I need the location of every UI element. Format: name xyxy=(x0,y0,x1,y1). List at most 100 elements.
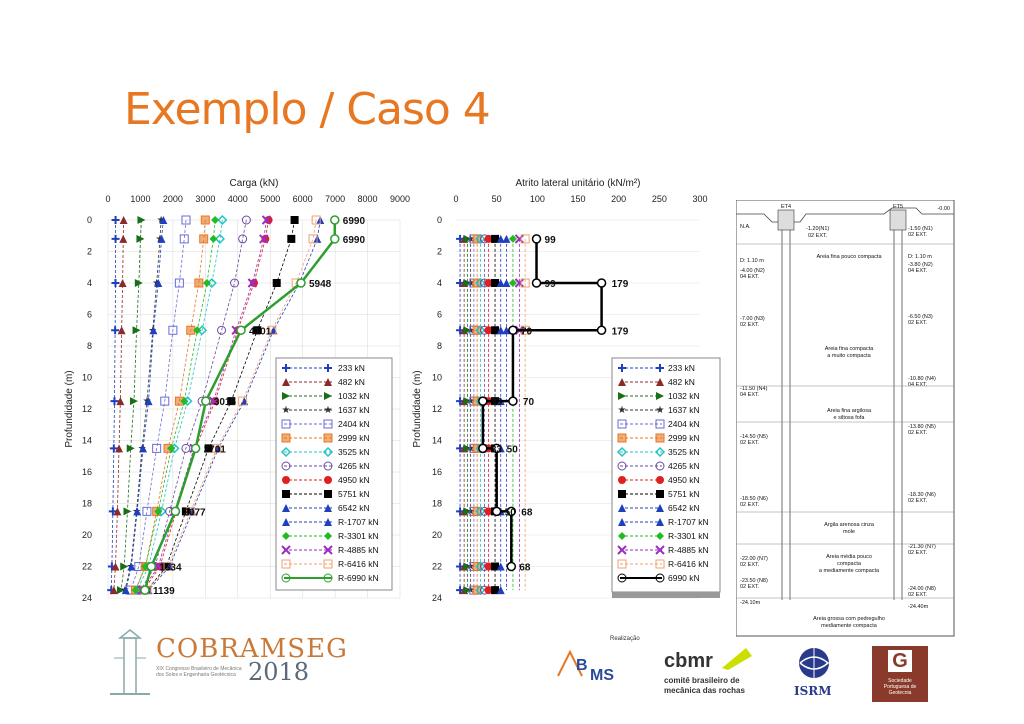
legend-marker xyxy=(655,545,665,555)
legend-item: R-1707 kN xyxy=(282,517,379,527)
y-tick-label: 20 xyxy=(432,530,442,540)
data-point xyxy=(181,443,191,453)
data-point xyxy=(116,586,125,595)
legend-label: 6542 kN xyxy=(338,503,370,513)
soil-layer-label: Areia fina pouco compacta xyxy=(816,254,882,260)
borehole-cap xyxy=(777,209,795,231)
borehole-cap xyxy=(889,209,907,231)
abms-logo: B MS xyxy=(552,646,622,696)
right-label: -1.50 (N1) xyxy=(908,226,933,232)
data-point xyxy=(463,562,472,571)
legend-item: 6542 kN xyxy=(618,503,700,513)
data-point xyxy=(475,506,486,517)
data-point xyxy=(168,325,178,335)
left-label: -23.50 (N8) xyxy=(740,578,768,584)
legend-marker xyxy=(618,392,626,400)
data-point xyxy=(167,444,176,453)
series-r-3301-kn xyxy=(131,216,220,595)
data-point xyxy=(149,326,158,335)
legend-marker: ★ xyxy=(618,405,627,416)
legend-item: 4950 kN xyxy=(618,475,700,485)
data-point xyxy=(186,506,196,516)
data-point xyxy=(463,444,472,453)
right-label: -18.30 (N6) xyxy=(908,492,936,498)
y-tick-label: 18 xyxy=(432,499,442,509)
data-label: 50 xyxy=(505,507,517,518)
legend-item: 482 kN xyxy=(282,377,365,387)
left-label: 02 EXT. xyxy=(740,584,760,590)
legend-marker xyxy=(324,364,332,372)
legend-label: 2999 kN xyxy=(338,433,370,443)
data-point xyxy=(209,234,218,243)
legend-marker xyxy=(655,419,665,429)
legend-marker xyxy=(323,573,333,583)
soil-layer-label: e siltosa fofa xyxy=(834,415,866,421)
data-point xyxy=(496,326,505,335)
data-point xyxy=(153,561,163,572)
data-label: 99 xyxy=(545,235,557,246)
y-tick-label: 8 xyxy=(87,341,92,351)
data-point xyxy=(109,444,118,453)
data-point xyxy=(514,234,525,244)
data-label: 1139 xyxy=(153,586,175,597)
right-label: -24.00 (N8) xyxy=(908,586,936,592)
series-line xyxy=(130,219,187,591)
spg-subtitle: Sociedade Portuguesa de Geotecnia xyxy=(883,678,917,696)
right-label: 02 EXT. xyxy=(908,320,928,326)
legend-marker xyxy=(656,364,664,372)
y-tick-label: 22 xyxy=(432,562,442,572)
lighthouse-icon xyxy=(110,629,150,695)
data-point xyxy=(514,278,525,288)
data-point xyxy=(119,234,128,243)
data-point xyxy=(180,397,189,406)
chart2-title: Atrito lateral unitário (kN/m²) xyxy=(515,178,640,189)
data-point xyxy=(137,216,146,224)
legend-marker xyxy=(655,573,665,583)
legend-label: 1637 kN xyxy=(668,405,700,415)
spg-logo: G Sociedade Portuguesa de Geotecnia xyxy=(872,646,928,702)
legend-label: R-6416 kN xyxy=(668,559,709,569)
y-tick-label: 12 xyxy=(82,404,92,414)
data-point xyxy=(238,396,248,406)
left-label: N.A. xyxy=(740,224,751,230)
data-point xyxy=(475,277,486,289)
data-point xyxy=(131,586,140,595)
data-point: ★ xyxy=(466,278,475,289)
data-point xyxy=(247,278,258,288)
data-point xyxy=(496,586,505,595)
series-line xyxy=(136,219,223,591)
data-point xyxy=(475,233,486,244)
legend-item: 4265 kN xyxy=(281,461,370,471)
legend-label: 1637 kN xyxy=(338,405,370,415)
data-point xyxy=(119,216,128,224)
legend-label: 482 kN xyxy=(338,377,365,387)
x-tick-label: 3000 xyxy=(195,194,215,204)
legend-label: R-3301 kN xyxy=(668,531,709,541)
borehole-label: ET4 xyxy=(781,204,791,210)
legend-marker xyxy=(655,461,665,471)
data-point xyxy=(155,562,164,571)
cobramseg-logo: COBRAMSEG 2018 XIX Congresso Brasileiro … xyxy=(100,628,347,710)
x-tick-label: 1000 xyxy=(130,194,150,204)
legend-label: 4950 kN xyxy=(338,475,370,485)
cobramseg-name: COBRAMSEG xyxy=(156,634,348,664)
y-tick-label: 2 xyxy=(87,247,92,257)
highlight-point xyxy=(596,278,607,288)
x-tick-label: 8000 xyxy=(358,194,378,204)
highlight-point xyxy=(330,234,340,244)
soil-layer-label: a mediamente compacta xyxy=(819,568,880,574)
y-tick-label: 12 xyxy=(432,404,442,414)
right-label: 04 EXT. xyxy=(908,268,928,274)
data-point xyxy=(133,507,142,516)
data-point xyxy=(484,586,493,595)
data-point xyxy=(157,234,166,243)
series-1032-kn xyxy=(116,216,146,595)
data-point xyxy=(491,586,500,595)
data-label: 50 xyxy=(507,444,519,455)
highlight-point xyxy=(236,325,246,335)
data-point xyxy=(181,215,191,225)
data-point xyxy=(311,215,321,225)
data-point xyxy=(214,233,225,244)
legend-marker xyxy=(323,545,333,555)
